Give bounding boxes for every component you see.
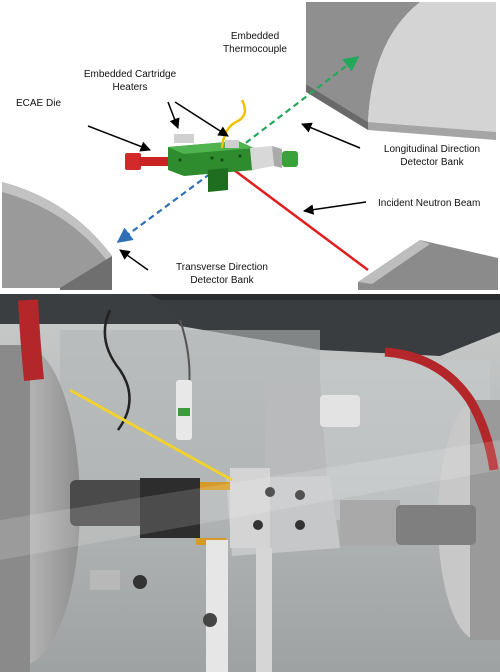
- label-ecae-die: ECAE Die: [16, 98, 61, 109]
- optical-breadboard: [150, 294, 500, 356]
- label-transverse-line2: Detector Bank: [190, 275, 254, 286]
- longitudinal-direction-arrow: [229, 56, 360, 156]
- diagram-panel: ECAE Die Embedded Cartridge Heaters Embe…: [2, 2, 498, 290]
- incident-beam-line: [225, 162, 369, 272]
- transverse-detector-bank: [2, 182, 112, 290]
- die-plunger: [125, 153, 141, 170]
- ecae-pointer: [87, 125, 151, 152]
- transverse-pointer: [119, 249, 149, 271]
- label-longitudinal-line2: Detector Bank: [400, 157, 464, 168]
- label-incident-beam: Incident Neutron Beam: [378, 198, 480, 209]
- label-longitudinal-line1: Longitudinal Direction: [384, 144, 480, 155]
- beam-pointer: [302, 201, 367, 215]
- experimental-setup-photo: [0, 294, 500, 672]
- left-detector-disc: [0, 345, 80, 672]
- heaters-pointer: [174, 101, 229, 137]
- ecae-die-photo: [70, 380, 476, 556]
- label-transverse-line1: Transverse Direction: [176, 262, 268, 273]
- cartridge-heater: [225, 140, 239, 148]
- ecae-die: [125, 134, 298, 192]
- label-heaters-line2: Heaters: [112, 82, 147, 93]
- red-hose: [384, 347, 499, 471]
- partial-detector-bank: [358, 240, 498, 290]
- longitudinal-pointer: [301, 122, 361, 149]
- thermocouple-wire: [220, 99, 247, 149]
- thermocouple-highlight-line: [69, 388, 233, 482]
- longitudinal-detector-bank: [306, 2, 496, 140]
- label-thermocouple-line1: Embedded: [231, 31, 279, 42]
- label-heaters-line1: Embedded Cartridge: [84, 69, 177, 80]
- red-hose: [18, 299, 44, 381]
- cartridge-heater: [174, 134, 194, 143]
- heaters-pointer: [167, 101, 180, 129]
- label-thermocouple-line2: Thermocouple: [223, 44, 287, 55]
